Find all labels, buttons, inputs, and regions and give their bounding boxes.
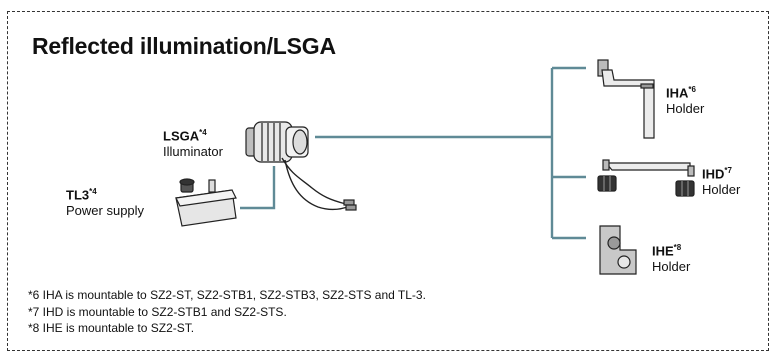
ihe-holder-image [599, 225, 637, 275]
ihd-label: IHD*7 Holder [702, 163, 740, 198]
diagram-frame [7, 11, 769, 351]
ihd-code: IHD [702, 166, 725, 182]
ihe-code: IHE [652, 243, 674, 259]
power-connector [240, 166, 276, 210]
lsga-label: LSGA*4 Illuminator [163, 125, 223, 160]
footnote-7: *7 IHD is mountable to SZ2-STB1 and SZ2-… [28, 304, 287, 319]
lsga-illuminator-image [245, 121, 357, 211]
iha-desc: Holder [666, 101, 705, 117]
tl3-code: TL3 [66, 187, 90, 203]
lsga-desc: Illuminator [163, 144, 223, 160]
tl3-desc: Power supply [66, 203, 145, 219]
iha-note: *6 [688, 85, 696, 94]
footnotes: *6 IHA is mountable to SZ2-ST, SZ2-STB1,… [28, 287, 426, 337]
ihe-desc: Holder [652, 259, 691, 275]
footnote-8: *8 IHE is mountable to SZ2-ST. [28, 321, 195, 335]
lsga-note: *4 [199, 128, 207, 137]
lsga-code: LSGA [163, 128, 200, 144]
ihe-note: *8 [673, 243, 682, 252]
ihd-desc: Holder [702, 182, 741, 198]
iha-code: IHA [666, 85, 689, 101]
tl3-power-supply-image [175, 178, 237, 227]
diagram-title: Reflected illumination/LSGA [32, 33, 336, 59]
connector-lines [240, 66, 586, 240]
ihe-label: IHE*8 Holder [652, 240, 690, 275]
ihd-holder-image [597, 159, 695, 197]
iha-label: IHA*6 Holder [666, 82, 704, 117]
tl3-note: *4 [89, 187, 97, 196]
tl3-label: TL3*4 Power supply [66, 184, 144, 219]
ihd-note: *7 [724, 166, 732, 175]
iha-holder-image [597, 59, 655, 139]
footnote-6: *6 IHA is mountable to SZ2-ST, SZ2-STB1,… [28, 288, 426, 302]
